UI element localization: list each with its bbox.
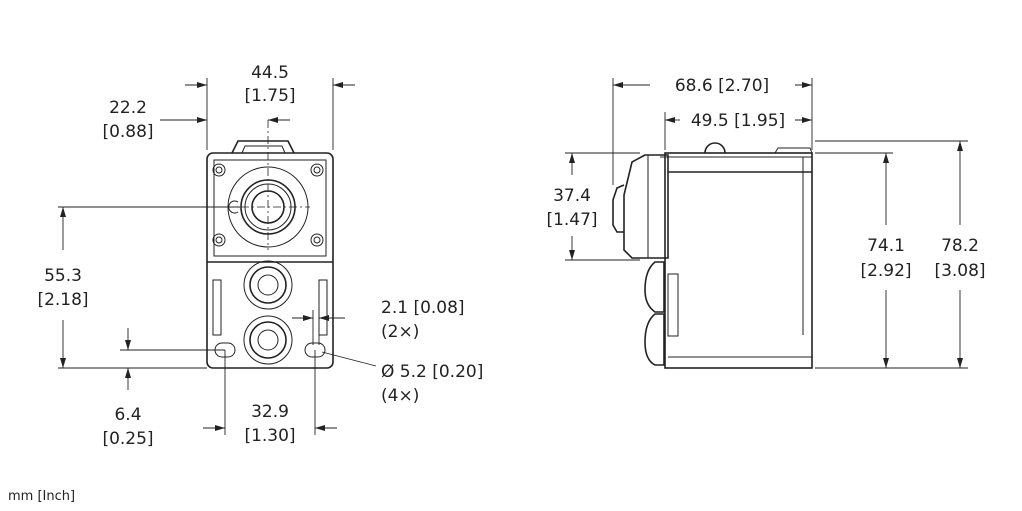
svg-text:[3.08]: [3.08] <box>934 261 985 281</box>
svg-text:44.5: 44.5 <box>251 63 289 83</box>
svg-text:6.4: 6.4 <box>114 405 141 425</box>
screw-icon <box>212 163 324 247</box>
lens-cap <box>623 154 669 259</box>
side-view <box>612 142 813 369</box>
svg-text:49.5 [1.95]: 49.5 [1.95] <box>691 111 785 131</box>
dim-width: 44.5 [1.75] <box>185 63 355 150</box>
svg-text:(4×): (4×) <box>381 386 419 406</box>
connector-side <box>644 261 665 313</box>
svg-text:[0.88]: [0.88] <box>102 122 153 142</box>
svg-text:Ø 5.2 [0.20]: Ø 5.2 [0.20] <box>381 362 483 382</box>
connector-icon <box>243 260 293 365</box>
front-plate <box>213 159 327 257</box>
svg-text:[0.25]: [0.25] <box>102 429 153 449</box>
svg-text:[1.30]: [1.30] <box>244 426 295 446</box>
dim-overall-height: 78.2 [3.08] <box>815 140 986 368</box>
svg-text:37.4: 37.4 <box>553 186 591 206</box>
lens-bump <box>612 184 625 233</box>
connector-side <box>644 313 665 366</box>
svg-text:55.3: 55.3 <box>44 266 82 286</box>
dim-center-height: 55.3 [2.18] <box>37 206 240 369</box>
dim-center-x: 22.2 [0.88] <box>102 98 290 142</box>
dim-hole-diameter: Ø 5.2 [0.20] (4×) <box>321 351 483 406</box>
dim-body-height: 74.1 [2.92] <box>815 152 968 369</box>
housing-side <box>664 152 813 369</box>
dim-hole-spacing: 32.9 [1.30] <box>203 350 337 446</box>
svg-text:78.2: 78.2 <box>941 236 979 256</box>
svg-text:2.1 [0.08]: 2.1 [0.08] <box>381 298 465 318</box>
svg-text:22.2: 22.2 <box>109 98 147 118</box>
svg-text:74.1: 74.1 <box>867 236 905 256</box>
svg-text:[1.75]: [1.75] <box>244 86 295 106</box>
housing-outline <box>206 152 334 369</box>
units-label: mm [Inch] <box>8 489 75 504</box>
top-tab <box>231 140 295 154</box>
svg-text:[2.92]: [2.92] <box>860 261 911 281</box>
svg-text:(2×): (2×) <box>381 322 419 342</box>
svg-text:[2.18]: [2.18] <box>37 290 88 310</box>
svg-text:32.9: 32.9 <box>251 402 289 422</box>
dim-overall-depth: 68.6 [2.70] <box>612 76 813 185</box>
svg-text:[1.47]: [1.47] <box>546 210 597 230</box>
dim-slot-width: 2.1 [0.08] (2×) <box>292 298 465 345</box>
dim-body-depth: 49.5 [1.95] <box>664 111 812 150</box>
dim-lens-height: 37.4 [1.47] <box>546 152 640 261</box>
front-view <box>206 120 334 369</box>
top-bump <box>704 142 726 154</box>
svg-text:68.6 [2.70]: 68.6 [2.70] <box>675 76 769 96</box>
dim-hole-height: 6.4 [0.25] <box>102 328 225 449</box>
